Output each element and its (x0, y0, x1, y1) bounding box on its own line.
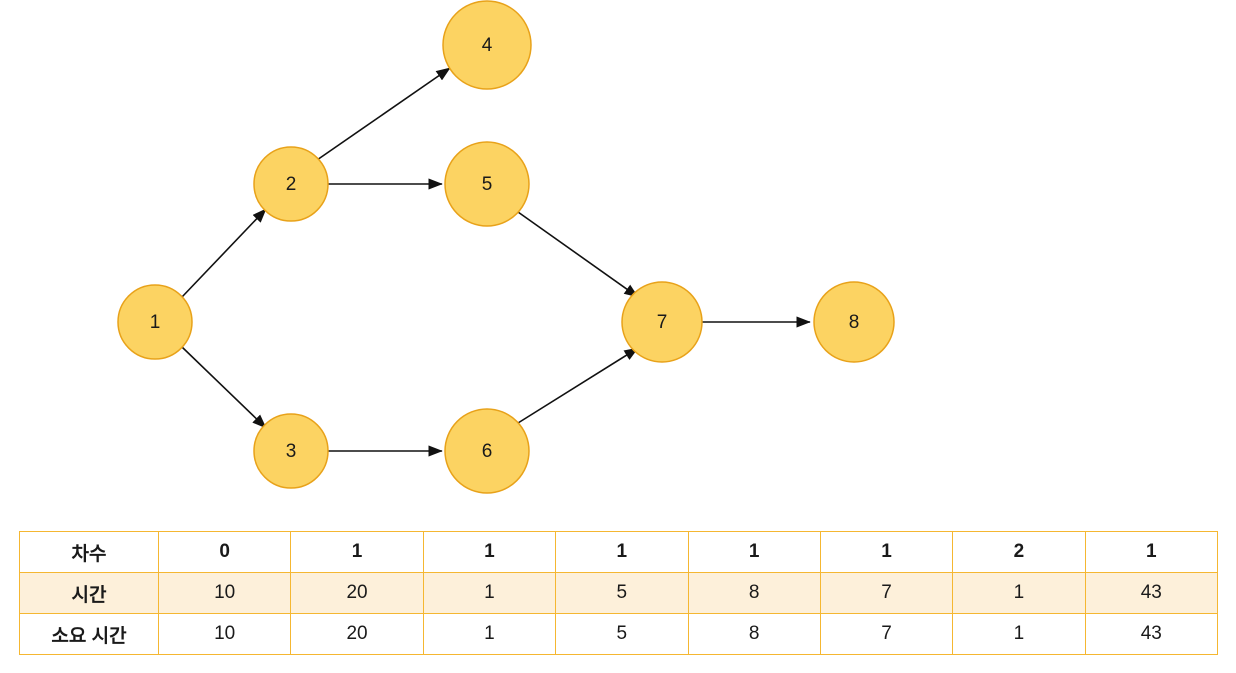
edge-6-7 (517, 347, 639, 424)
cell-time-4: 5 (555, 572, 689, 614)
cell-elapsed-1: 10 (157, 613, 292, 655)
node-6[interactable]: 6 (444, 408, 530, 494)
cell-time-3: 1 (422, 572, 557, 614)
cell-degree-7: 2 (952, 531, 1086, 573)
edge-5-7 (517, 211, 639, 298)
node-5-label: 5 (482, 174, 493, 195)
node-1-label: 1 (150, 312, 161, 333)
row-header-time: 시간 (19, 572, 159, 614)
node-3-label: 3 (286, 441, 297, 462)
cell-elapsed-5: 8 (687, 613, 821, 655)
node-2-label: 2 (286, 174, 297, 195)
graph-edges (181, 67, 811, 457)
cell-degree-3: 1 (422, 531, 557, 573)
cell-degree-1: 0 (157, 531, 292, 573)
node-4-label: 4 (482, 35, 493, 56)
row-header-elapsed-time: 소요 시간 (19, 613, 159, 655)
node-7[interactable]: 7 (621, 281, 703, 363)
table-row-elapsed-time: 소요 시간 10 20 1 5 8 7 1 43 (19, 613, 1219, 655)
node-2[interactable]: 2 (253, 146, 329, 222)
cell-degree-8: 1 (1084, 531, 1219, 573)
cell-elapsed-2: 20 (290, 613, 424, 655)
cell-degree-2: 1 (290, 531, 424, 573)
cell-time-2: 20 (290, 572, 424, 614)
cell-elapsed-7: 1 (952, 613, 1086, 655)
cell-time-8: 43 (1084, 572, 1219, 614)
cell-elapsed-6: 7 (819, 613, 954, 655)
table-row-degree: 차수 0 1 1 1 1 1 2 1 (19, 531, 1219, 573)
node-1[interactable]: 1 (117, 284, 193, 360)
node-3[interactable]: 3 (253, 413, 329, 489)
cell-degree-5: 1 (687, 531, 821, 573)
graph-nodes: 1 2 3 4 5 6 7 (117, 0, 895, 494)
node-6-label: 6 (482, 441, 493, 462)
node-5[interactable]: 5 (444, 141, 530, 227)
cell-time-1: 10 (157, 572, 292, 614)
node-7-label: 7 (657, 312, 668, 333)
graph-diagram: 1 2 3 4 5 6 7 (117, 0, 895, 494)
node-8-label: 8 (849, 312, 860, 333)
cell-time-5: 8 (687, 572, 821, 614)
degree-time-table: 차수 0 1 1 1 1 1 2 1 시간 10 20 1 5 8 7 1 43 (19, 531, 1219, 655)
node-4[interactable]: 4 (442, 0, 532, 90)
cell-time-6: 7 (819, 572, 954, 614)
cell-elapsed-8: 43 (1084, 613, 1219, 655)
cell-degree-6: 1 (819, 531, 954, 573)
table-row-time: 시간 10 20 1 5 8 7 1 43 (19, 572, 1219, 614)
row-header-degree: 차수 (19, 531, 159, 573)
edge-1-3 (181, 346, 267, 429)
cell-elapsed-3: 1 (422, 613, 557, 655)
node-8[interactable]: 8 (813, 281, 895, 363)
cell-time-7: 1 (952, 572, 1086, 614)
edge-1-2 (181, 208, 267, 298)
cell-elapsed-4: 5 (555, 613, 689, 655)
edge-2-4 (316, 67, 451, 161)
cell-degree-4: 1 (555, 531, 689, 573)
